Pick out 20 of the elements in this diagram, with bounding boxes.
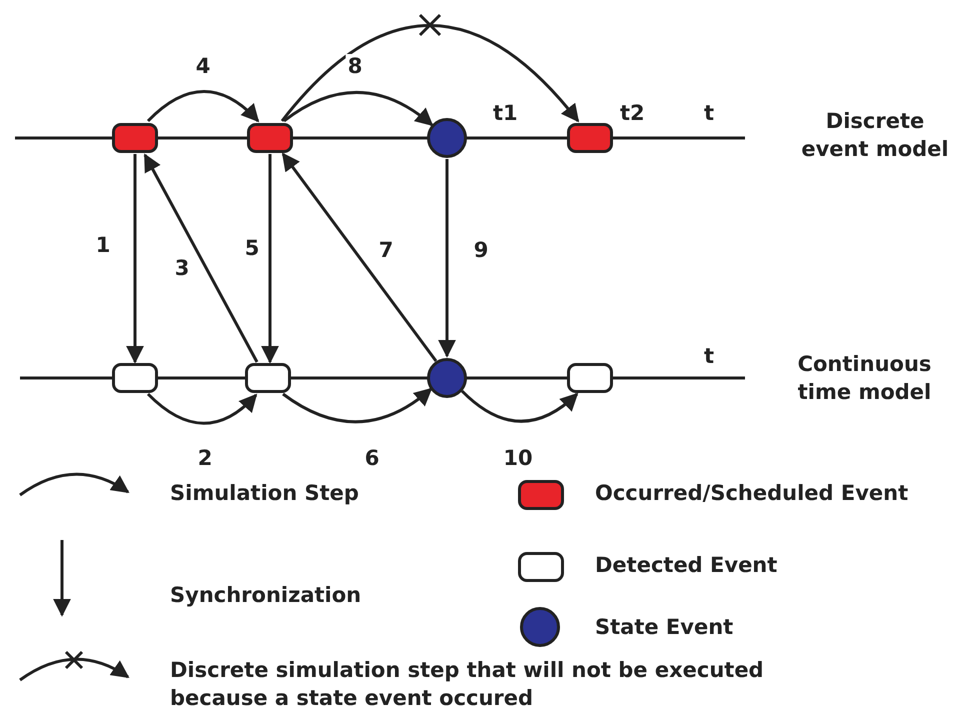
legend-text: State Event	[595, 614, 734, 640]
time-label: t1	[493, 100, 518, 126]
event-box	[112, 123, 158, 153]
legend-text: Discrete simulation step that will not be executed because a state event occured	[170, 657, 765, 712]
event-box	[247, 123, 293, 153]
event-box	[112, 363, 158, 393]
axis-label: t	[704, 343, 714, 369]
model-label: Discrete event model	[800, 108, 950, 163]
legend-text: Simulation Step	[170, 480, 359, 506]
axis-label: t	[704, 100, 714, 126]
model-label: Continuous time model	[796, 351, 932, 406]
legend-text: Synchronization	[170, 582, 362, 608]
legend-text: Occurred/Scheduled Event	[595, 480, 908, 506]
legend-text: Detected Event	[595, 552, 778, 578]
event-circle	[427, 118, 467, 158]
event-box	[245, 363, 291, 393]
event-box	[567, 123, 613, 153]
event-circle	[427, 358, 467, 398]
time-label: t2	[620, 100, 645, 126]
event-box	[567, 363, 613, 393]
